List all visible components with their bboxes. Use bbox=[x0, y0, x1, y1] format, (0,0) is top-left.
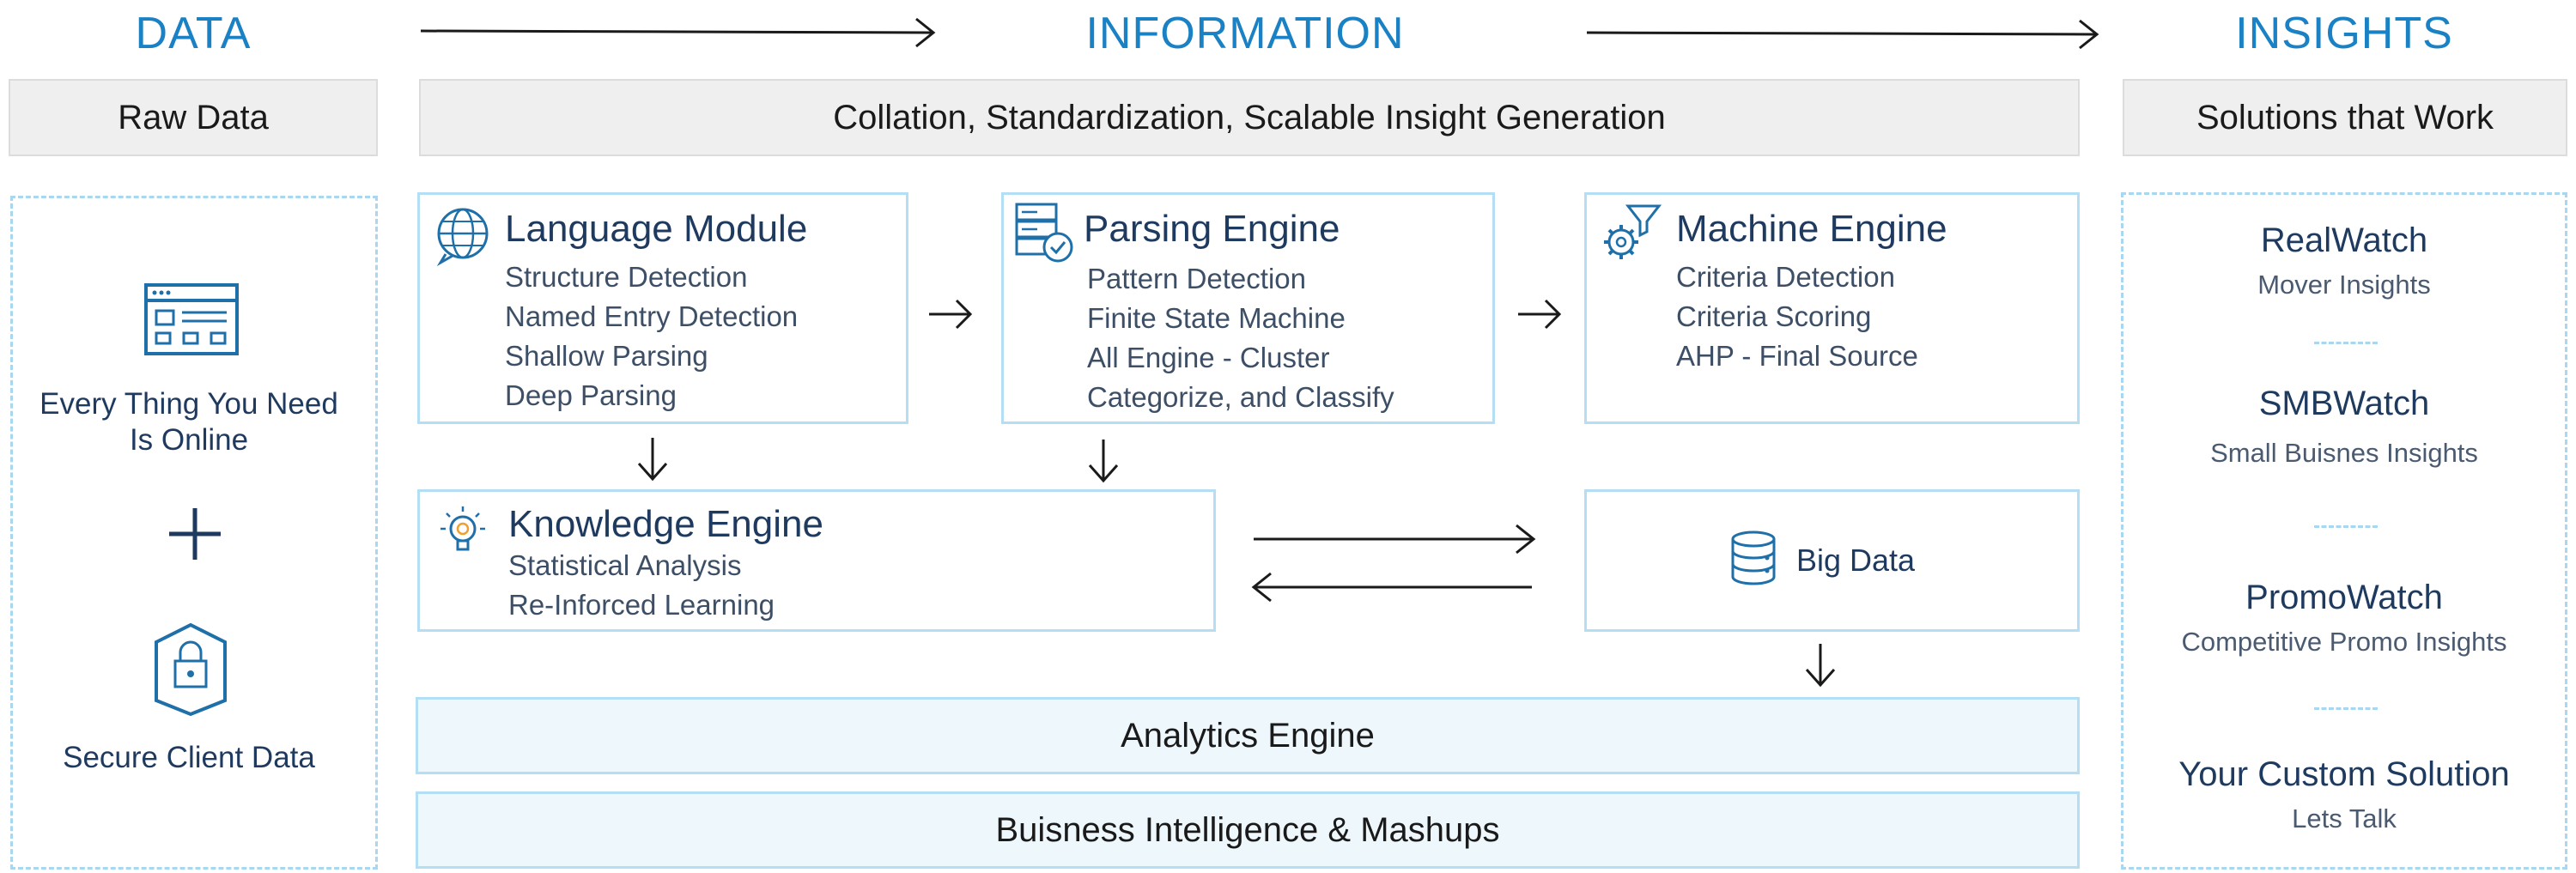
solution-name: PromoWatch bbox=[2245, 579, 2443, 616]
lightbulb-icon bbox=[440, 506, 485, 551]
knowledge-engine-item: Statistical Analysis bbox=[508, 549, 742, 581]
language-module-item: Named Entry Detection bbox=[505, 300, 799, 332]
parsing-engine-item: Pattern Detection bbox=[1087, 263, 1306, 294]
knowledge-engine-item: Re-Inforced Learning bbox=[508, 589, 775, 621]
knowledge-engine-box bbox=[417, 489, 1216, 632]
top-arrow-left bbox=[420, 17, 2099, 50]
online-caption: Every Thing You Need Is Online bbox=[39, 387, 338, 457]
browser-window-icon bbox=[144, 283, 239, 355]
parsing-engine-item: All Engine - Cluster bbox=[1087, 342, 1330, 373]
machine-engine-box bbox=[1584, 192, 2080, 424]
solution-name: RealWatch bbox=[2260, 221, 2428, 259]
language-module-item: Structure Detection bbox=[505, 261, 748, 293]
secure-caption: Secure Client Data bbox=[63, 741, 315, 774]
header-solutions: Solutions that Work bbox=[2123, 79, 2567, 156]
solution-subtitle: Small Buisnes Insights bbox=[2210, 438, 2478, 468]
business-intelligence-label: Buisness Intelligence & Mashups bbox=[995, 810, 1500, 849]
solution-separator bbox=[2314, 525, 2378, 528]
plus-icon bbox=[169, 508, 221, 560]
solution-separator bbox=[2314, 342, 2378, 344]
language-module-item: Deep Parsing bbox=[505, 379, 677, 411]
machine-engine-item: AHP - Final Source bbox=[1676, 340, 1918, 372]
solution-subtitle: Competitive Promo Insights bbox=[2181, 627, 2507, 657]
database-icon bbox=[1731, 530, 1776, 585]
solution-separator bbox=[2314, 707, 2378, 710]
parsing-engine-box bbox=[1001, 192, 1495, 424]
machine-engine-item: Criteria Detection bbox=[1676, 261, 1895, 293]
machine-engine-title: Machine Engine bbox=[1676, 208, 1947, 250]
header-raw-data-label: Raw Data bbox=[118, 98, 269, 136]
column-title-insights: INSIGHTS bbox=[2235, 9, 2453, 58]
solution-name: Your Custom Solution bbox=[2178, 755, 2510, 793]
business-intelligence-bar: Buisness Intelligence & Mashups bbox=[416, 791, 2080, 869]
knowledge-engine-title: Knowledge Engine bbox=[508, 503, 823, 545]
column-title-data: DATA bbox=[135, 9, 252, 58]
parsing-engine-item: Finite State Machine bbox=[1087, 302, 1346, 334]
solution-name: SMBWatch bbox=[2258, 385, 2430, 422]
header-raw-data: Raw Data bbox=[9, 79, 378, 156]
parsing-engine-title: Parsing Engine bbox=[1084, 208, 1340, 250]
gear-funnel-icon bbox=[1604, 204, 1662, 259]
machine-engine-item: Criteria Scoring bbox=[1676, 300, 1872, 332]
globe-chat-icon bbox=[436, 208, 489, 267]
solution-subtitle: Mover Insights bbox=[2257, 270, 2431, 300]
parsing-engine-item: Categorize, and Classify bbox=[1087, 381, 1394, 413]
big-data-box bbox=[1584, 489, 2080, 632]
solution-subtitle: Lets Talk bbox=[2292, 803, 2397, 834]
analytics-engine-bar: Analytics Engine bbox=[416, 697, 2080, 774]
analytics-engine-label: Analytics Engine bbox=[1121, 716, 1375, 755]
shield-lock-icon bbox=[155, 622, 227, 717]
insights-panel bbox=[2121, 192, 2567, 870]
header-collation: Collation, Standardization, Scalable Ins… bbox=[419, 79, 2080, 156]
column-title-information: INFORMATION bbox=[1085, 9, 1405, 58]
language-module-item: Shallow Parsing bbox=[505, 340, 708, 372]
data-panel bbox=[10, 196, 378, 870]
language-module-box bbox=[417, 192, 908, 424]
server-check-icon bbox=[1015, 203, 1073, 263]
big-data-label: Big Data bbox=[1796, 543, 1916, 578]
header-collation-label: Collation, Standardization, Scalable Ins… bbox=[833, 98, 1666, 136]
header-solutions-label: Solutions that Work bbox=[2196, 98, 2494, 136]
language-module-title: Language Module bbox=[505, 208, 808, 250]
